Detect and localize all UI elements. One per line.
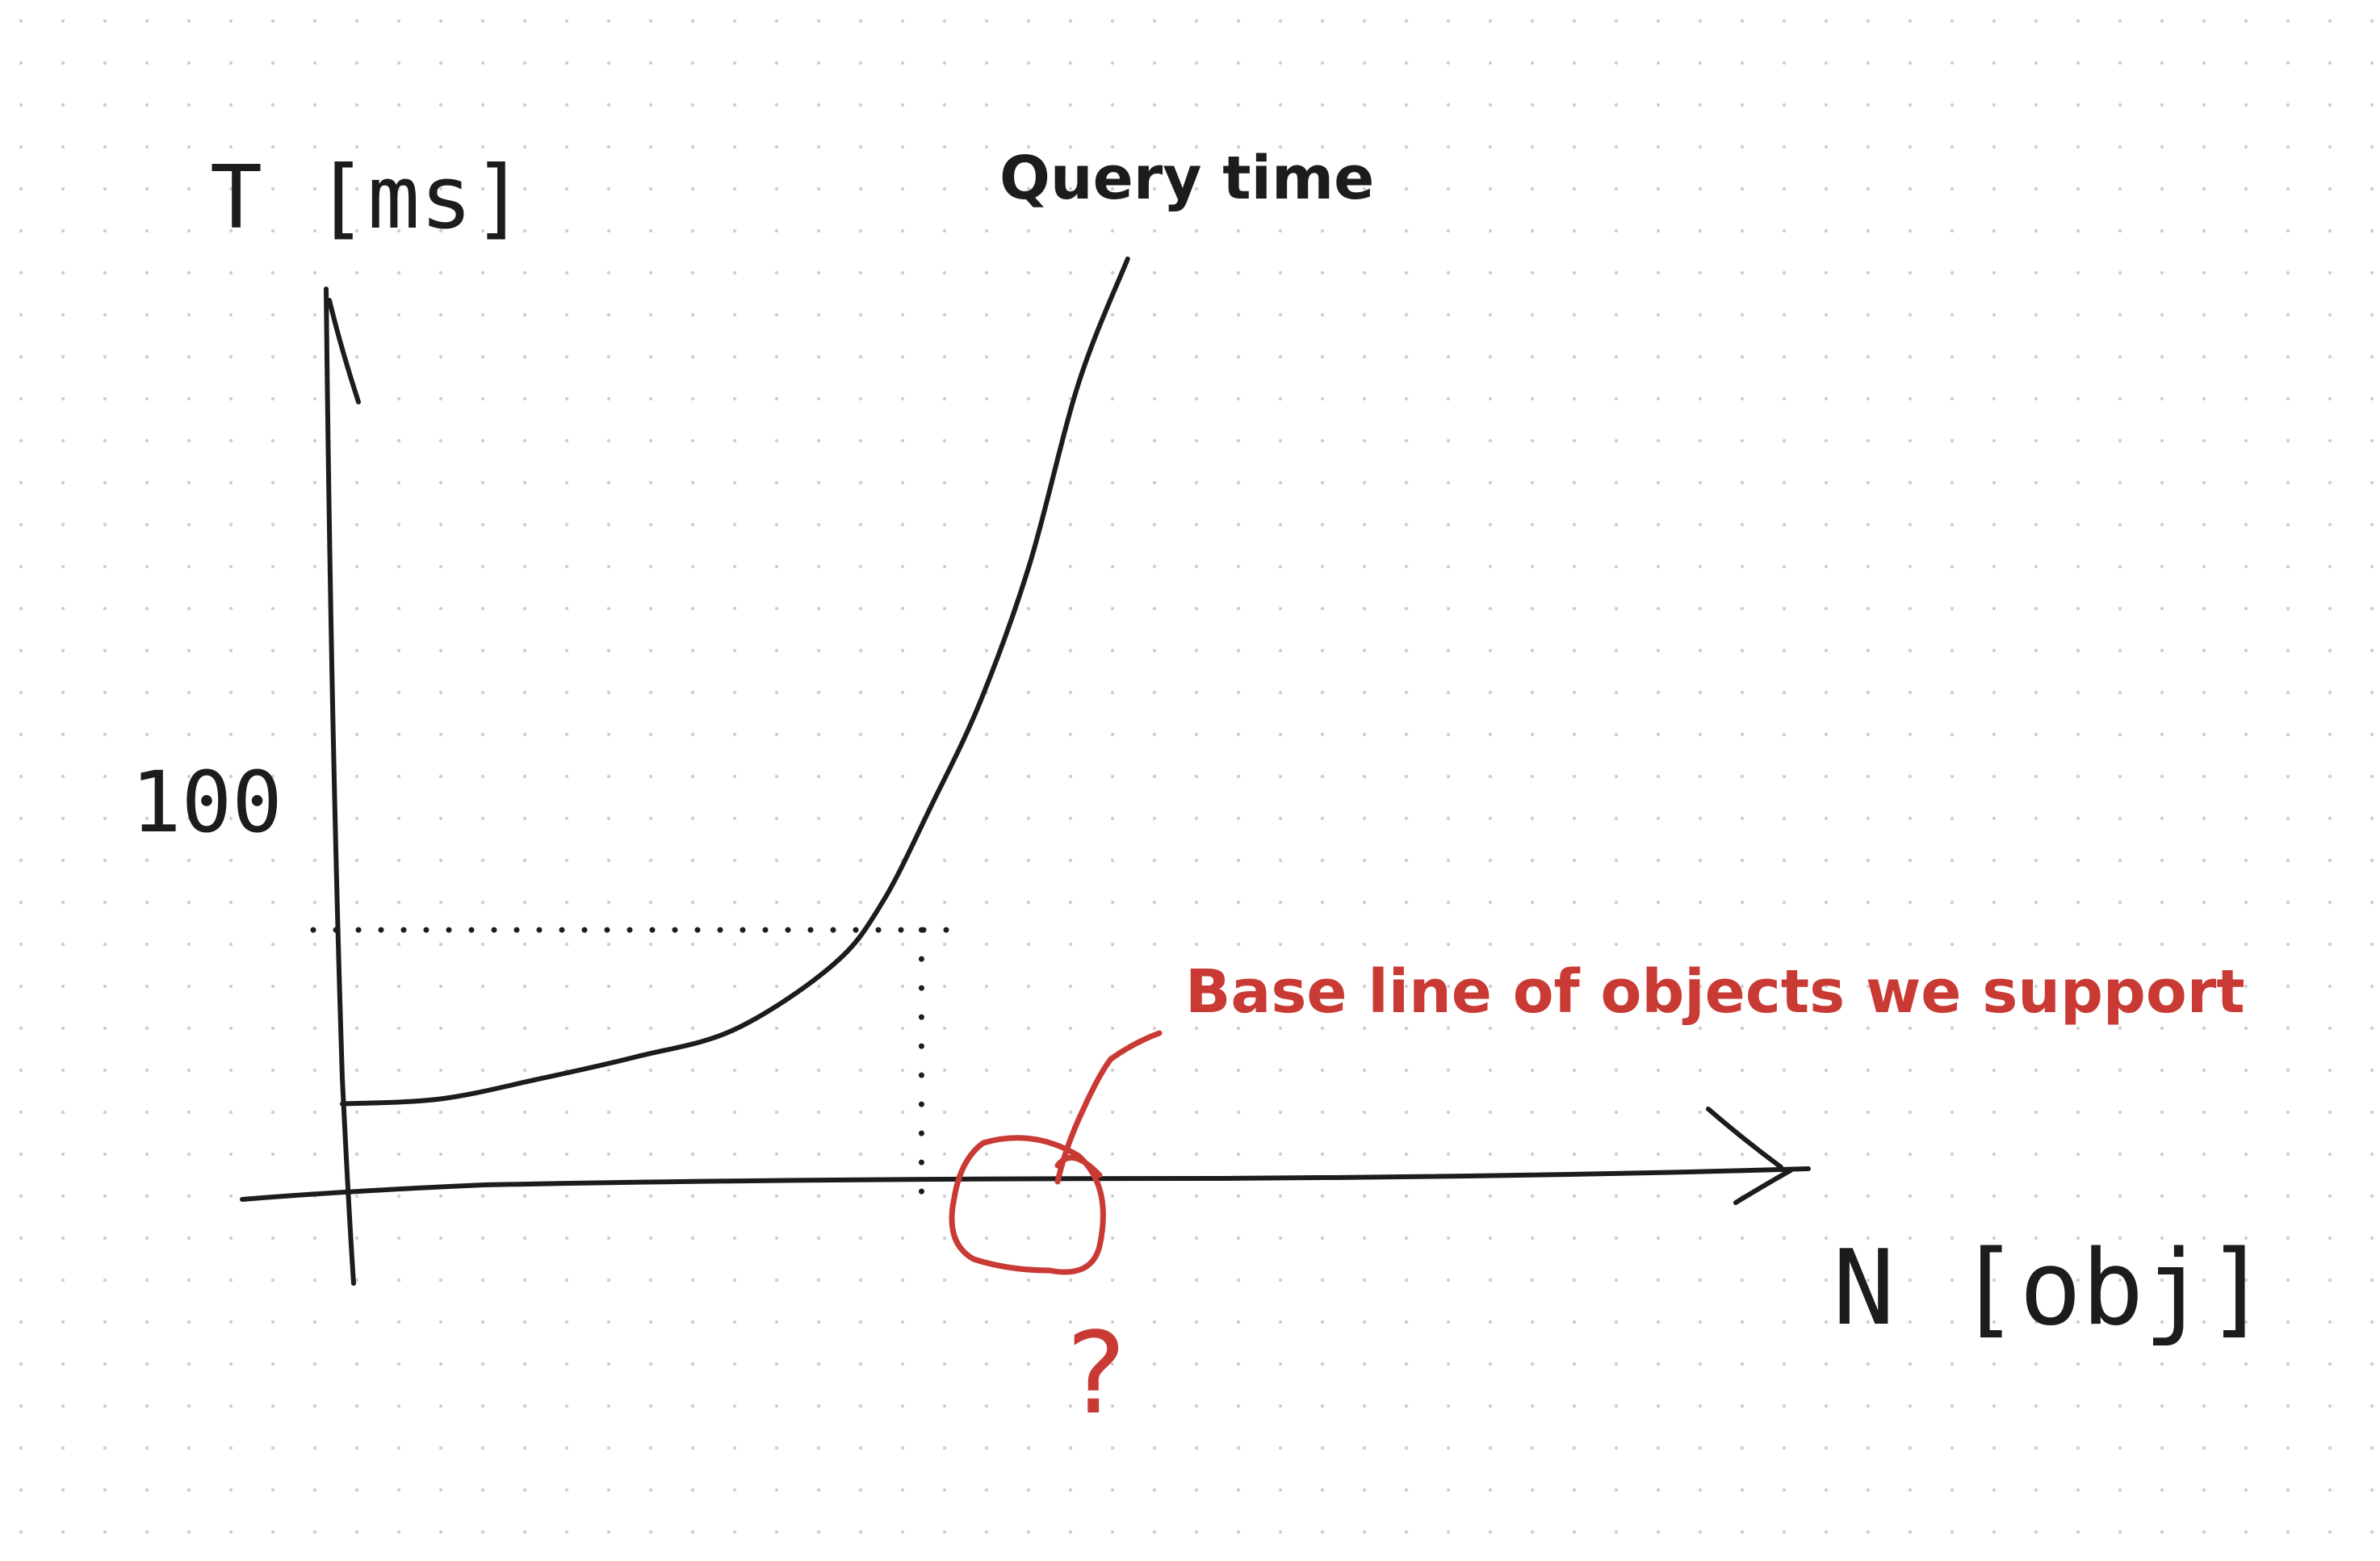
annotation-group <box>949 1030 1163 1275</box>
x-axis <box>240 1107 1811 1205</box>
annotation-question-mark: ? <box>1061 1308 1129 1440</box>
data-point-5 <box>830 961 836 968</box>
data-point-3 <box>634 1053 640 1060</box>
query-time-line <box>340 256 1130 1107</box>
y-axis-label: T [ms] <box>210 148 525 249</box>
annotation-circle <box>949 1135 1106 1275</box>
data-point-11 <box>1125 256 1131 262</box>
x-axis-arrowhead <box>1706 1107 1793 1205</box>
annotation-pointer <box>1054 1030 1163 1185</box>
annotation-label: Base line of objects we support <box>1185 957 2245 1027</box>
series-label-query-time: Query time <box>999 144 1374 213</box>
annotation-pointer-head <box>1054 1155 1103 1178</box>
y-tick-label-100: 100 <box>131 753 283 852</box>
data-point-7 <box>928 802 935 809</box>
data-point-6 <box>879 899 886 906</box>
data-point-4 <box>731 1026 738 1032</box>
data-point-10 <box>1075 380 1082 387</box>
data-point-9 <box>1026 562 1033 568</box>
data-point-8 <box>977 698 983 705</box>
y-axis-arrow-tick <box>327 298 361 404</box>
y-axis <box>324 287 361 1286</box>
data-point-0 <box>339 1101 346 1107</box>
x-axis-label: N [obj] <box>1833 1228 2268 1349</box>
data-point-2 <box>535 1076 542 1082</box>
data-point-1 <box>438 1095 444 1102</box>
